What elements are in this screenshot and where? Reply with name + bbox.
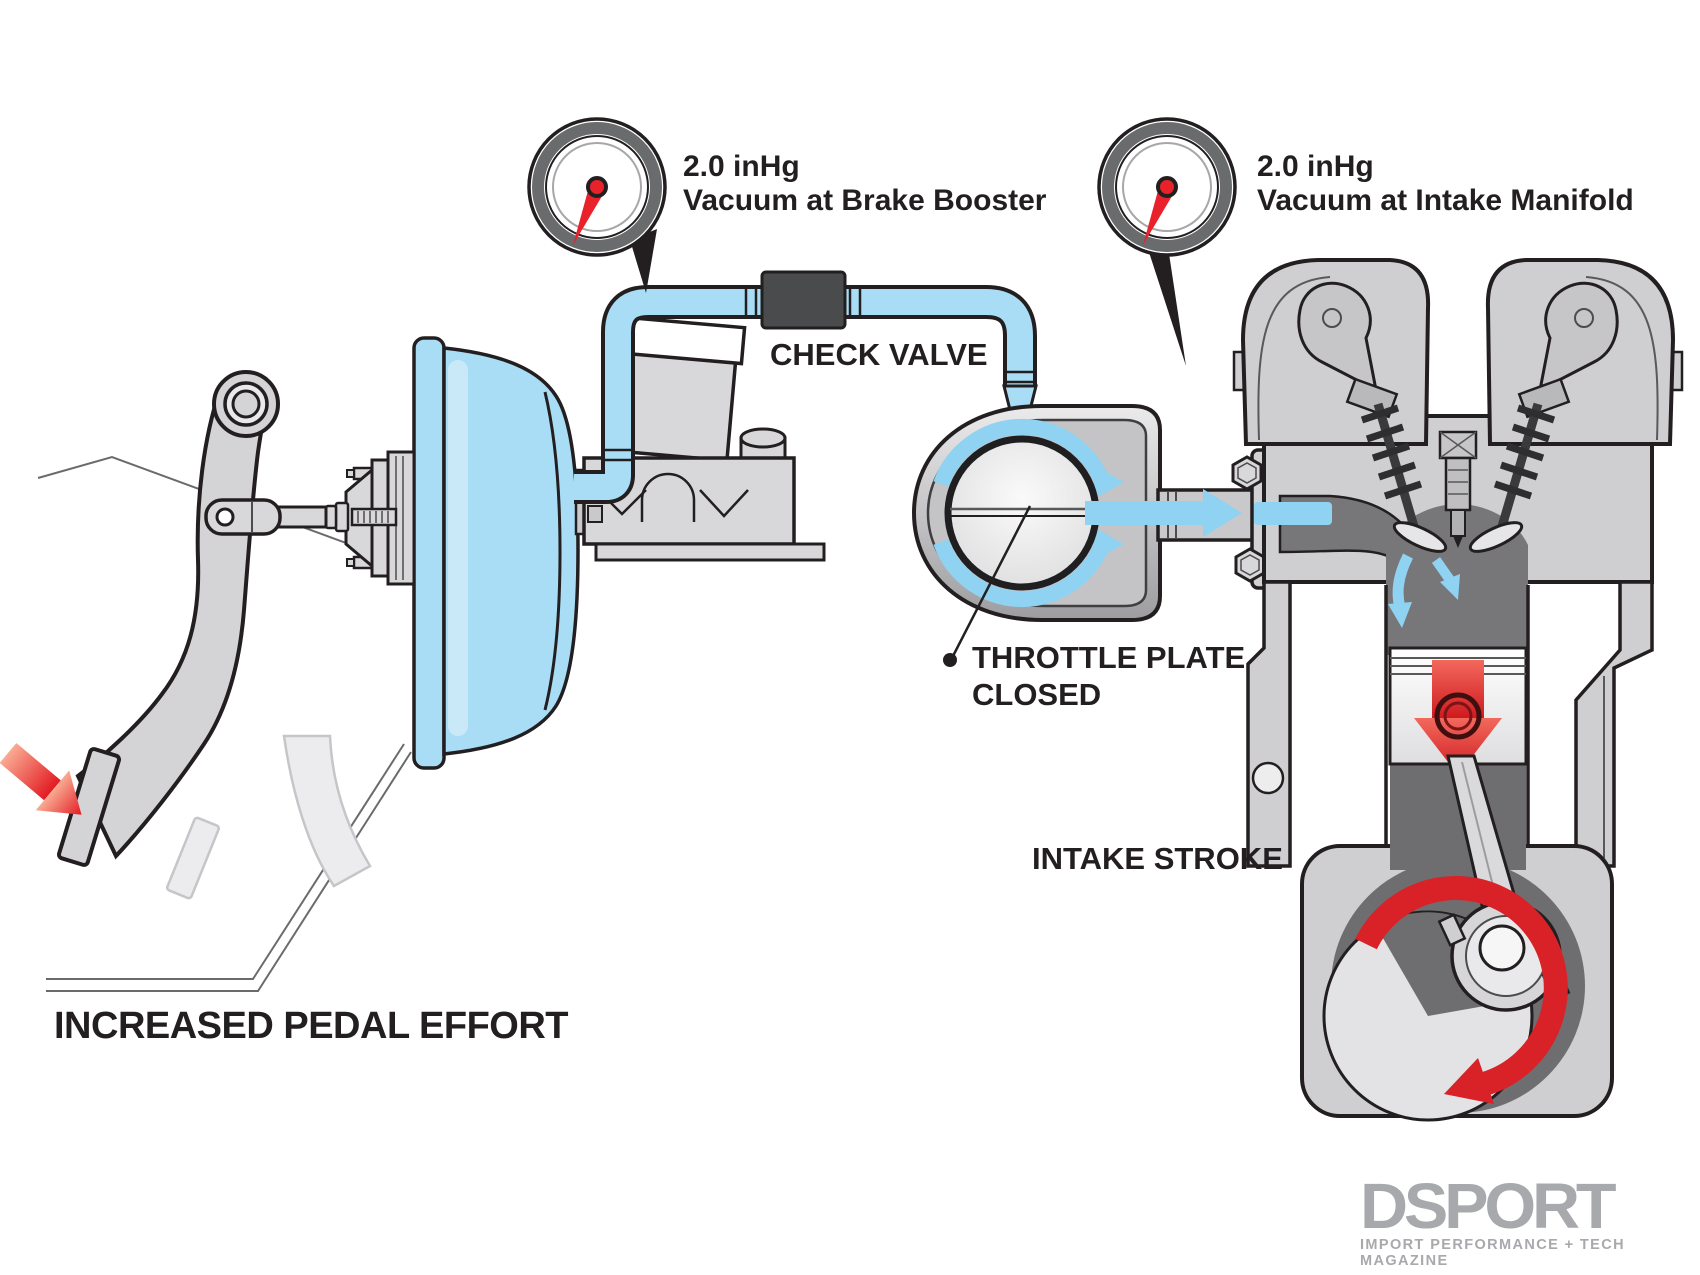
flow-arc-top	[933, 418, 1111, 487]
throttle-plate-leader	[943, 505, 1032, 667]
gauge-needle	[1143, 187, 1175, 245]
pushrod-clevis	[204, 498, 282, 536]
firewall	[37, 455, 415, 992]
intake-gauge-label: 2.0 inHg Vacuum at Intake Manifold	[1257, 150, 1634, 218]
brake-gauge-reading: 2.0 inHg	[683, 150, 800, 183]
brake-gauge-label: 2.0 inHg Vacuum at Brake Booster	[683, 150, 1046, 218]
valve-bucket	[1345, 377, 1399, 419]
throttle-plate-label-line1: THROTTLE PLATE	[972, 640, 1246, 675]
valve-bucket	[1517, 377, 1571, 419]
increased-pedal-effort-label: INCREASED PEDAL EFFORT	[54, 1005, 569, 1047]
flange-bolt	[1231, 455, 1263, 491]
intake-valve	[1360, 402, 1448, 553]
brake-booster	[412, 336, 580, 770]
gauge-hub	[1156, 176, 1178, 198]
fluid-reservoir	[613, 314, 747, 463]
gauge-pointer-tail	[630, 229, 657, 293]
block-right-wall	[1574, 580, 1654, 868]
vacuum-hose	[574, 285, 1038, 504]
booster-drum	[442, 346, 580, 756]
flow-arc-bottom	[933, 539, 1111, 608]
spark-plug	[1438, 430, 1478, 548]
intake-gauge-reading: 2.0 inHg	[1257, 150, 1374, 183]
increased-pedal-effort-arrow	[0, 743, 82, 815]
valve-spring	[1493, 404, 1556, 500]
flange-bolt	[1234, 547, 1266, 583]
gauge-hub	[586, 176, 608, 198]
block-left-wall	[1246, 580, 1292, 868]
pedal-ghost	[165, 734, 372, 900]
wrist-pin	[1434, 692, 1482, 740]
hose-fitting-rings	[605, 289, 1033, 462]
intake-gauge-caption: Vacuum at Intake Manifold	[1257, 184, 1634, 217]
dsport-logo-tagline: IMPORT PERFORMANCE + TECH MAGAZINE	[1360, 1237, 1625, 1269]
intake-stroke-label: INTAKE STROKE	[1032, 841, 1283, 876]
crank-rotation-arrow	[1355, 876, 1568, 1104]
check-valve-label: CHECK VALVE	[770, 337, 988, 372]
pushrod	[276, 450, 416, 586]
brake-gauge-caption: Vacuum at Brake Booster	[683, 184, 1047, 217]
engine	[1232, 258, 1684, 1122]
cylinder-flow-arrows	[1388, 553, 1460, 628]
manifold-flow-arrow	[1085, 489, 1332, 537]
throttle-plate-label: THROTTLE PLATE CLOSED	[972, 639, 1245, 713]
intake-manifold-gauge	[1097, 117, 1237, 366]
camshaft-exhaust	[1537, 281, 1619, 393]
camshaft-intake	[1297, 281, 1379, 393]
throttle-plate-label-line2: CLOSED	[972, 677, 1102, 712]
exhaust-valve	[1468, 402, 1556, 553]
brake-booster-gauge	[527, 117, 667, 293]
dsport-logo-wordmark: DSPORT	[1360, 1170, 1617, 1242]
pushrod-thread	[350, 507, 398, 527]
check-valve	[760, 270, 847, 330]
valve-spring	[1360, 404, 1423, 500]
dsport-logo: DSPORT IMPORT PERFORMANCE + TECH MAGAZIN…	[1360, 1174, 1672, 1269]
throttle-bore	[944, 435, 1100, 591]
throttle-body	[911, 404, 1162, 622]
gauge-pointer-tail	[1146, 243, 1186, 366]
brake-pedal	[56, 370, 280, 867]
gauge-needle	[573, 187, 605, 245]
